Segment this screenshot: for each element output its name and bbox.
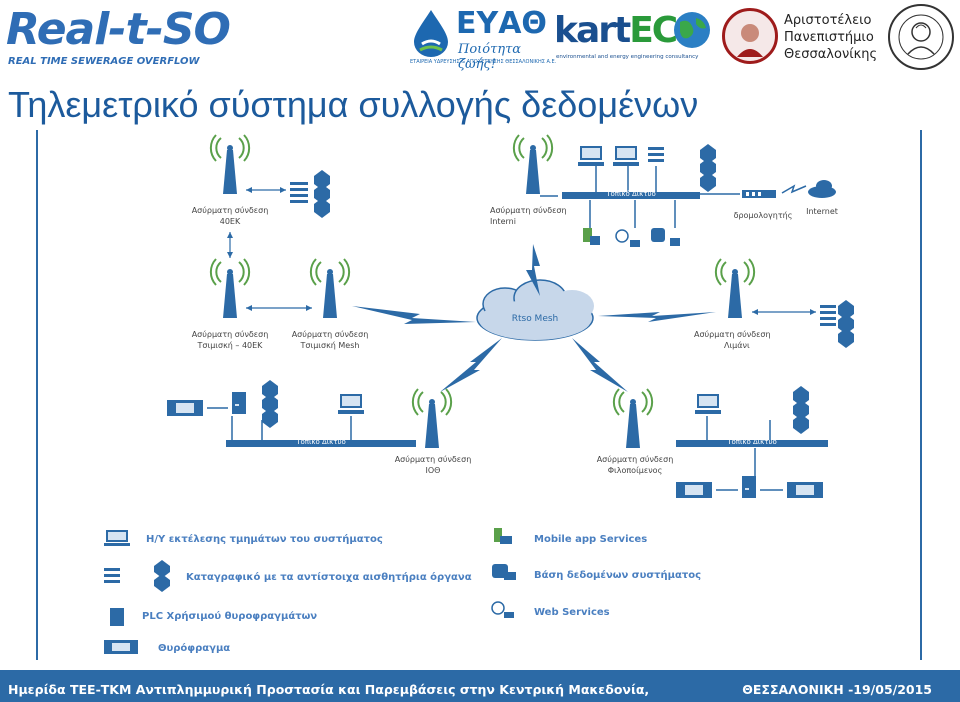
pc-icon — [578, 146, 604, 166]
auth-logo-name: Αριστοτέλειο Πανεπιστήμιο Θεσσαλονίκης — [784, 13, 878, 62]
uth-seal-icon — [886, 2, 956, 72]
legend-logger-icon — [104, 560, 170, 592]
logger-stack-icon — [793, 386, 809, 434]
legend-web-label: Web Services — [534, 607, 610, 618]
gate-icon — [787, 482, 823, 498]
water-drop-icon — [414, 10, 448, 57]
legend-gate-icon — [104, 640, 138, 654]
legend-web-icon — [491, 601, 514, 618]
router-label: δρομολογητής — [733, 211, 793, 220]
network-diagram — [167, 134, 854, 498]
pc-icon — [695, 394, 721, 414]
gate-icon — [676, 482, 712, 498]
eyath-logo-fullname: ΕΤΑΙΡΕΙΑ ΥΔΡΕΥΣΗΣ & ΑΠΟΧΕΤΕΥΣΗΣ ΘΕΣΣΑΛΟΝ… — [410, 59, 557, 65]
diagram-frame — [36, 130, 922, 660]
realtsu-logo-brand: Real-t-SO — [6, 4, 231, 55]
legend-plc-icon — [110, 608, 124, 626]
realtsu-logo-subtitle: REAL TIME SEWERAGE OVERFLOW — [8, 56, 200, 67]
legend-logger-label: Καταγραφικό με τα αντίστοιχα αισθητήρια … — [186, 572, 472, 583]
eyath-logo-slogan: Ποιότητα ζωής! — [458, 42, 522, 72]
local-network-bar: Τοπικό Δίκτυο — [676, 438, 828, 447]
legend-gate-label: Θυρόφραγμα — [158, 643, 231, 654]
rtso-mesh-cloud — [476, 279, 594, 341]
antenna-icon — [309, 258, 351, 319]
antenna-icon — [411, 388, 453, 449]
auth-logo: Αριστοτέλειο Πανεπιστήμιο Θεσσαλονίκης — [722, 6, 880, 68]
kartec-logo-name: kartEC — [554, 10, 678, 51]
footer-event-text: Ημερίδα ΤΕΕ-ΤΚΜ Αντιπλημμυρική Προστασία… — [8, 682, 650, 697]
legend-plc-label: PLC Χρήσιμού θυροφραγμάτων — [142, 611, 318, 622]
internet-label: Internet — [806, 207, 838, 216]
antenna-icon — [209, 258, 251, 319]
eyath-logo-name: ΕΥΑΘ — [456, 6, 547, 41]
eyath-logo: ΕΥΑΘ Ποιότητα ζωής! ΕΤΑΙΡΕΙΑ ΥΔΡΕΥΣΗΣ & … — [408, 4, 556, 72]
internet-cloud-icon — [808, 180, 836, 198]
legend-mobile-icon — [494, 528, 512, 544]
legend-db-icon — [492, 564, 516, 580]
antenna-icon — [714, 258, 756, 319]
local-network-bar: Τοπικό Δίκτυο — [226, 438, 416, 447]
legend-mobile-label: Mobile app Services — [534, 534, 648, 545]
legend-pc-label: Η/Υ εκτέλεσης τμημάτων του συστήματος — [146, 534, 383, 545]
auth-seal-icon — [722, 8, 778, 64]
mobile-icon — [583, 228, 592, 242]
legend-service-icons — [491, 528, 516, 618]
antenna-icon — [209, 134, 251, 195]
logger-stack-icon — [838, 300, 854, 348]
kartec-logo: kartEC environmental and energy engineer… — [554, 8, 716, 66]
gate-icon — [167, 400, 203, 416]
logger-stack-icon — [262, 380, 278, 428]
local-network-bar: Τοπικό Δίκτυο — [562, 190, 700, 199]
realtsu-logo: Real-t-SO REAL TIME SEWERAGE OVERFLOW — [4, 4, 250, 68]
pc-icon — [338, 394, 364, 414]
globe-icon — [674, 12, 710, 48]
web-icon — [615, 229, 629, 243]
footer-bar: Ημερίδα ΤΕΕ-ΤΚΜ Αντιπλημμυρική Προστασία… — [0, 670, 960, 702]
database-icon — [651, 228, 665, 242]
page-title: Τηλεμετρικό σύστημα συλλογής δεδομένων — [8, 84, 699, 125]
legend-db-label: Βάση δεδομένων συστήματος — [534, 570, 702, 581]
antenna-icon — [512, 134, 554, 195]
kartec-logo-tagline: environmental and energy engineering con… — [556, 54, 699, 60]
antenna-icon — [612, 388, 654, 449]
cloud-label: Rtso Mesh — [511, 314, 559, 324]
footer-date-text: ΘΕΣΣΑΛΟΝΙΚΗ -19/05/2015 — [742, 682, 932, 697]
legend-pc-icon — [104, 530, 130, 546]
logger-stack-icon — [700, 144, 716, 192]
pc-icon — [613, 146, 639, 166]
logger-icon — [290, 170, 330, 218]
plc-icon — [742, 476, 756, 498]
plc-icon — [232, 392, 246, 414]
legend-icons — [104, 530, 170, 654]
